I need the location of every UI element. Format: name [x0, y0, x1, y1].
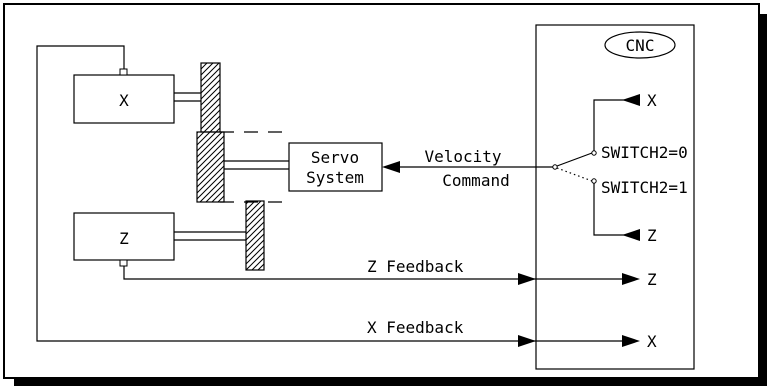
z-feedback-arrowhead-1 [518, 273, 536, 285]
x-feedback-output-label: X [647, 332, 657, 351]
cnc-title-oval [604, 31, 676, 59]
z-feedback-wire [123, 266, 626, 280]
switch-x-label: X [647, 91, 657, 110]
velocity-command: Velocity Command [382, 147, 553, 190]
switch-z-wire [593, 183, 626, 236]
switch-z-arrowhead [622, 229, 640, 241]
x-encoder [119, 68, 128, 76]
x-feedback-arrowhead-1 [518, 335, 536, 347]
x-feedback-wire [36, 45, 626, 342]
switch-x-arrowhead [622, 94, 640, 106]
servo-label-line2: System [306, 168, 364, 187]
velocity-arrowhead [382, 161, 400, 173]
z-axis-motor: Z [73, 200, 265, 271]
z-motor-box [73, 212, 175, 261]
z-leadscrew [245, 200, 265, 271]
center-leadscrew [196, 131, 225, 203]
z-encoder [119, 259, 128, 267]
z-feedback-arrowhead-2 [622, 273, 640, 285]
cnc-unit: CNC [535, 24, 695, 370]
x-feedback-label: X Feedback [367, 318, 464, 337]
z-feedback-path: Z Feedback Z [123, 257, 657, 289]
switch-blade [556, 152, 593, 167]
switch-common-terminal [552, 164, 558, 170]
switch-terminal-0 [591, 150, 597, 156]
x-motor-box [73, 74, 175, 124]
z-feedback-output-label: Z [647, 270, 657, 289]
switch-dotted-blade [556, 167, 593, 182]
switch-z-label: Z [647, 226, 657, 245]
servo-label-line1: Servo [311, 148, 359, 167]
x-feedback-path: X Feedback X [36, 45, 657, 351]
z-feedback-label: Z Feedback [367, 257, 464, 276]
axis-switch: SWITCH2=0 SWITCH2=1 X Z [552, 91, 688, 245]
z-motor-label: Z [119, 229, 129, 248]
switch-x-wire [593, 99, 626, 151]
switch-state-1-label: SWITCH2=1 [601, 178, 688, 197]
cnc-title: CNC [626, 36, 655, 55]
cnc-box [535, 24, 695, 370]
x-leadscrew [200, 62, 221, 133]
switch-terminal-1 [591, 178, 597, 184]
switch-state-0-label: SWITCH2=0 [601, 143, 688, 162]
velocity-label-line2: Command [442, 171, 509, 190]
x-feedback-arrowhead-2 [622, 335, 640, 347]
velocity-label-line1: Velocity [424, 147, 501, 166]
x-motor-label: X [119, 91, 129, 110]
